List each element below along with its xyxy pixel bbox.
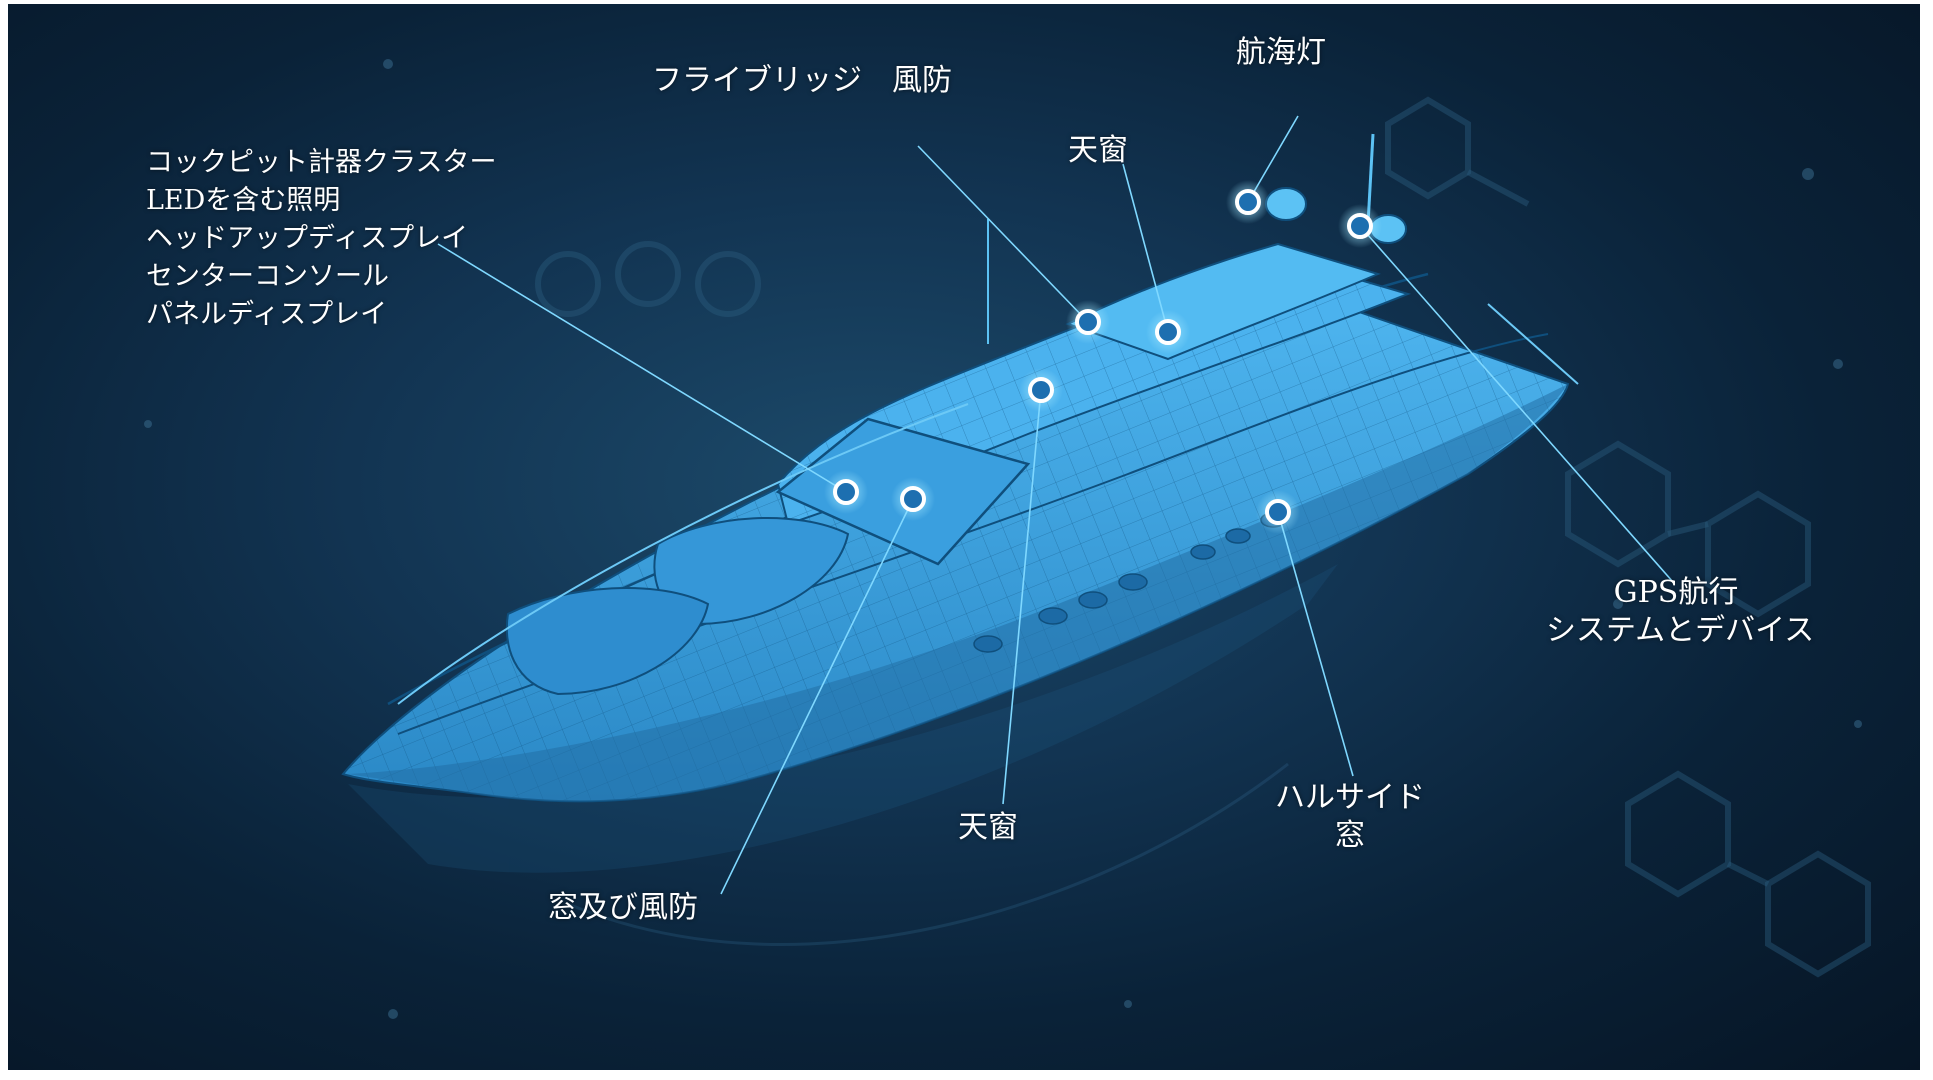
- leader-gps: [1359, 225, 1674, 583]
- leader-hull-side: [1277, 511, 1354, 777]
- label-skylight-bottom: 天窗: [958, 810, 1018, 845]
- hotspot-flybridge-windshield[interactable]: [1066, 300, 1110, 344]
- label-cockpit-line-4: センターコンソール: [146, 261, 389, 292]
- hotspots: [824, 180, 1382, 534]
- background-sparkle-decoration: [144, 59, 1862, 1019]
- label-cockpit-line-1: コックピット計器クラスター: [146, 147, 497, 178]
- label-cockpit-line-3: ヘッドアップディスプレイ: [146, 223, 469, 254]
- leader-skylight-top: [1122, 163, 1169, 333]
- label-gps-group: GPS航行 システムとデバイス: [1546, 574, 1815, 650]
- hotspot-gps[interactable]: [1338, 204, 1382, 248]
- label-windows-windshield: 窓及び風防: [548, 890, 698, 925]
- label-hull-side-line-1: ハルサイド: [1275, 780, 1425, 815]
- label-hull-side-line-2: 窓: [1335, 818, 1365, 853]
- label-cockpit-line-2: LEDを含む照明: [146, 185, 341, 216]
- label-gps-line-2: システムとデバイス: [1546, 613, 1815, 648]
- leader-skylight-bottom: [1002, 389, 1042, 805]
- label-hull-side-group: ハルサイド 窓: [1270, 779, 1430, 855]
- leader-flybridge-windshield: [917, 145, 1089, 323]
- background-molecule-decoration: [535, 96, 1871, 978]
- leader-lines: [437, 115, 1674, 895]
- hotspot-hull-side[interactable]: [1256, 490, 1300, 534]
- label-skylight-top: 天窗: [1068, 133, 1128, 168]
- leader-windows-windshield: [720, 498, 914, 895]
- label-cockpit-group: コックピット計器クラスター LEDを含む照明 ヘッドアップディスプレイ センター…: [146, 144, 496, 334]
- hotspot-skylight-bottom[interactable]: [1019, 368, 1063, 412]
- hotspot-windows-windshield[interactable]: [891, 477, 935, 521]
- hotspot-cockpit[interactable]: [824, 470, 868, 514]
- hotspot-navigation-light-left[interactable]: [1226, 180, 1270, 224]
- hotspot-skylight-top[interactable]: [1146, 310, 1190, 354]
- label-cockpit-line-5: パネルディスプレイ: [146, 299, 388, 330]
- yacht-diagram: [144, 59, 1871, 1019]
- label-gps-line-1: GPS航行: [1613, 575, 1739, 610]
- diagram-canvas: フライブリッジ 風防 航海灯 天窗 コックピット計器クラスター LEDを含む照明…: [8, 4, 1920, 1070]
- label-navigation-lights: 航海灯: [1236, 35, 1326, 70]
- leader-cockpit: [437, 243, 847, 493]
- label-flybridge-windshield: フライブリッジ 風防: [652, 63, 952, 98]
